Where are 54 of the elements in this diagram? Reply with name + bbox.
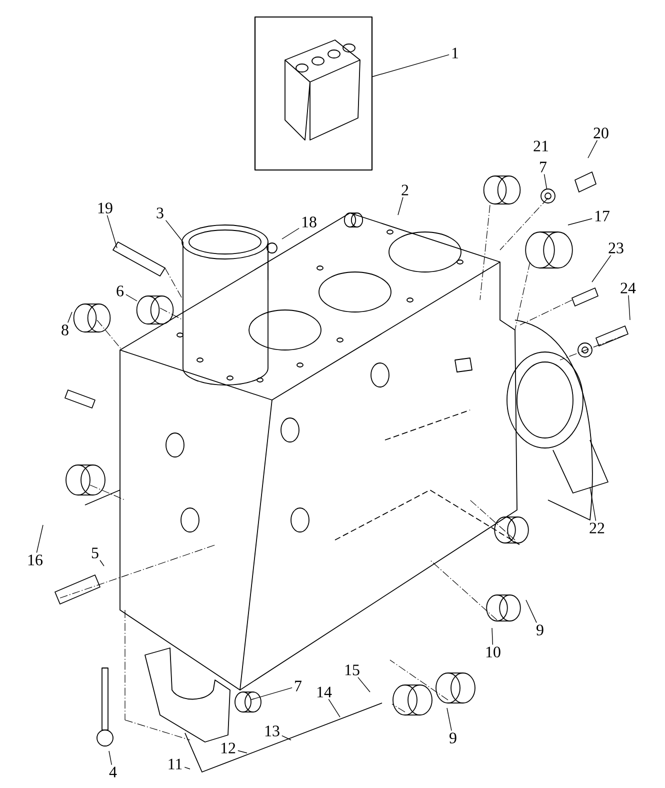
callout-number: 7 bbox=[540, 162, 547, 172]
callout-number: 2 bbox=[402, 184, 408, 196]
callout-number: 19 bbox=[98, 202, 112, 214]
callout-number: 6 bbox=[116, 286, 124, 296]
leader-line bbox=[358, 676, 370, 692]
callout-number: 3 bbox=[156, 208, 164, 218]
leader-line bbox=[590, 486, 596, 522]
callout-number: 1 bbox=[452, 48, 458, 58]
leader-line bbox=[100, 560, 104, 566]
callout-number: 10 bbox=[486, 646, 500, 658]
leader-line bbox=[126, 294, 138, 302]
leader-line bbox=[568, 218, 592, 226]
leader-line bbox=[106, 214, 118, 248]
leader-line bbox=[526, 600, 537, 624]
callout-number: 5 bbox=[92, 548, 98, 558]
callout-number: 9 bbox=[450, 732, 456, 744]
callout-number: 15 bbox=[345, 664, 360, 676]
leader-line bbox=[372, 54, 450, 77]
leader-line bbox=[36, 524, 44, 554]
callout-number: 16 bbox=[28, 554, 42, 566]
leader-line bbox=[398, 196, 404, 216]
leader-line bbox=[184, 766, 190, 770]
leader-line bbox=[544, 174, 548, 190]
leader-line bbox=[592, 254, 612, 282]
leader-line bbox=[282, 735, 292, 740]
leader-line bbox=[68, 312, 72, 324]
leader-line bbox=[282, 228, 300, 240]
leader-line bbox=[446, 708, 452, 732]
callout-number: 20 bbox=[594, 128, 608, 138]
callout-number: 4 bbox=[109, 766, 117, 778]
leader-line bbox=[108, 750, 112, 766]
leader-line bbox=[628, 294, 630, 320]
callout-number: 18 bbox=[302, 216, 316, 228]
leader-line bbox=[328, 698, 340, 718]
callout-number: 9 bbox=[536, 624, 544, 636]
callout-number: 21 bbox=[534, 140, 548, 152]
ring-drawing bbox=[234, 692, 262, 712]
leader-line bbox=[250, 687, 292, 700]
leader-line bbox=[238, 750, 248, 754]
callout-number: 7 bbox=[295, 680, 302, 692]
callout-number: 14 bbox=[317, 686, 332, 698]
washer-drawing bbox=[540, 188, 556, 204]
callout-number: 8 bbox=[62, 324, 68, 336]
leader-line bbox=[165, 220, 184, 242]
callout-number: 12 bbox=[221, 742, 236, 754]
callout-number: 17 bbox=[595, 210, 610, 222]
inset-frame bbox=[254, 16, 373, 171]
callout-number: 24 bbox=[620, 282, 636, 294]
leader-line bbox=[492, 628, 494, 646]
callout-number: 23 bbox=[608, 242, 624, 254]
callout-number: 11 bbox=[168, 758, 182, 770]
leader-line bbox=[588, 140, 598, 158]
callout-number: 13 bbox=[265, 726, 280, 736]
callout-number: 22 bbox=[590, 522, 604, 534]
